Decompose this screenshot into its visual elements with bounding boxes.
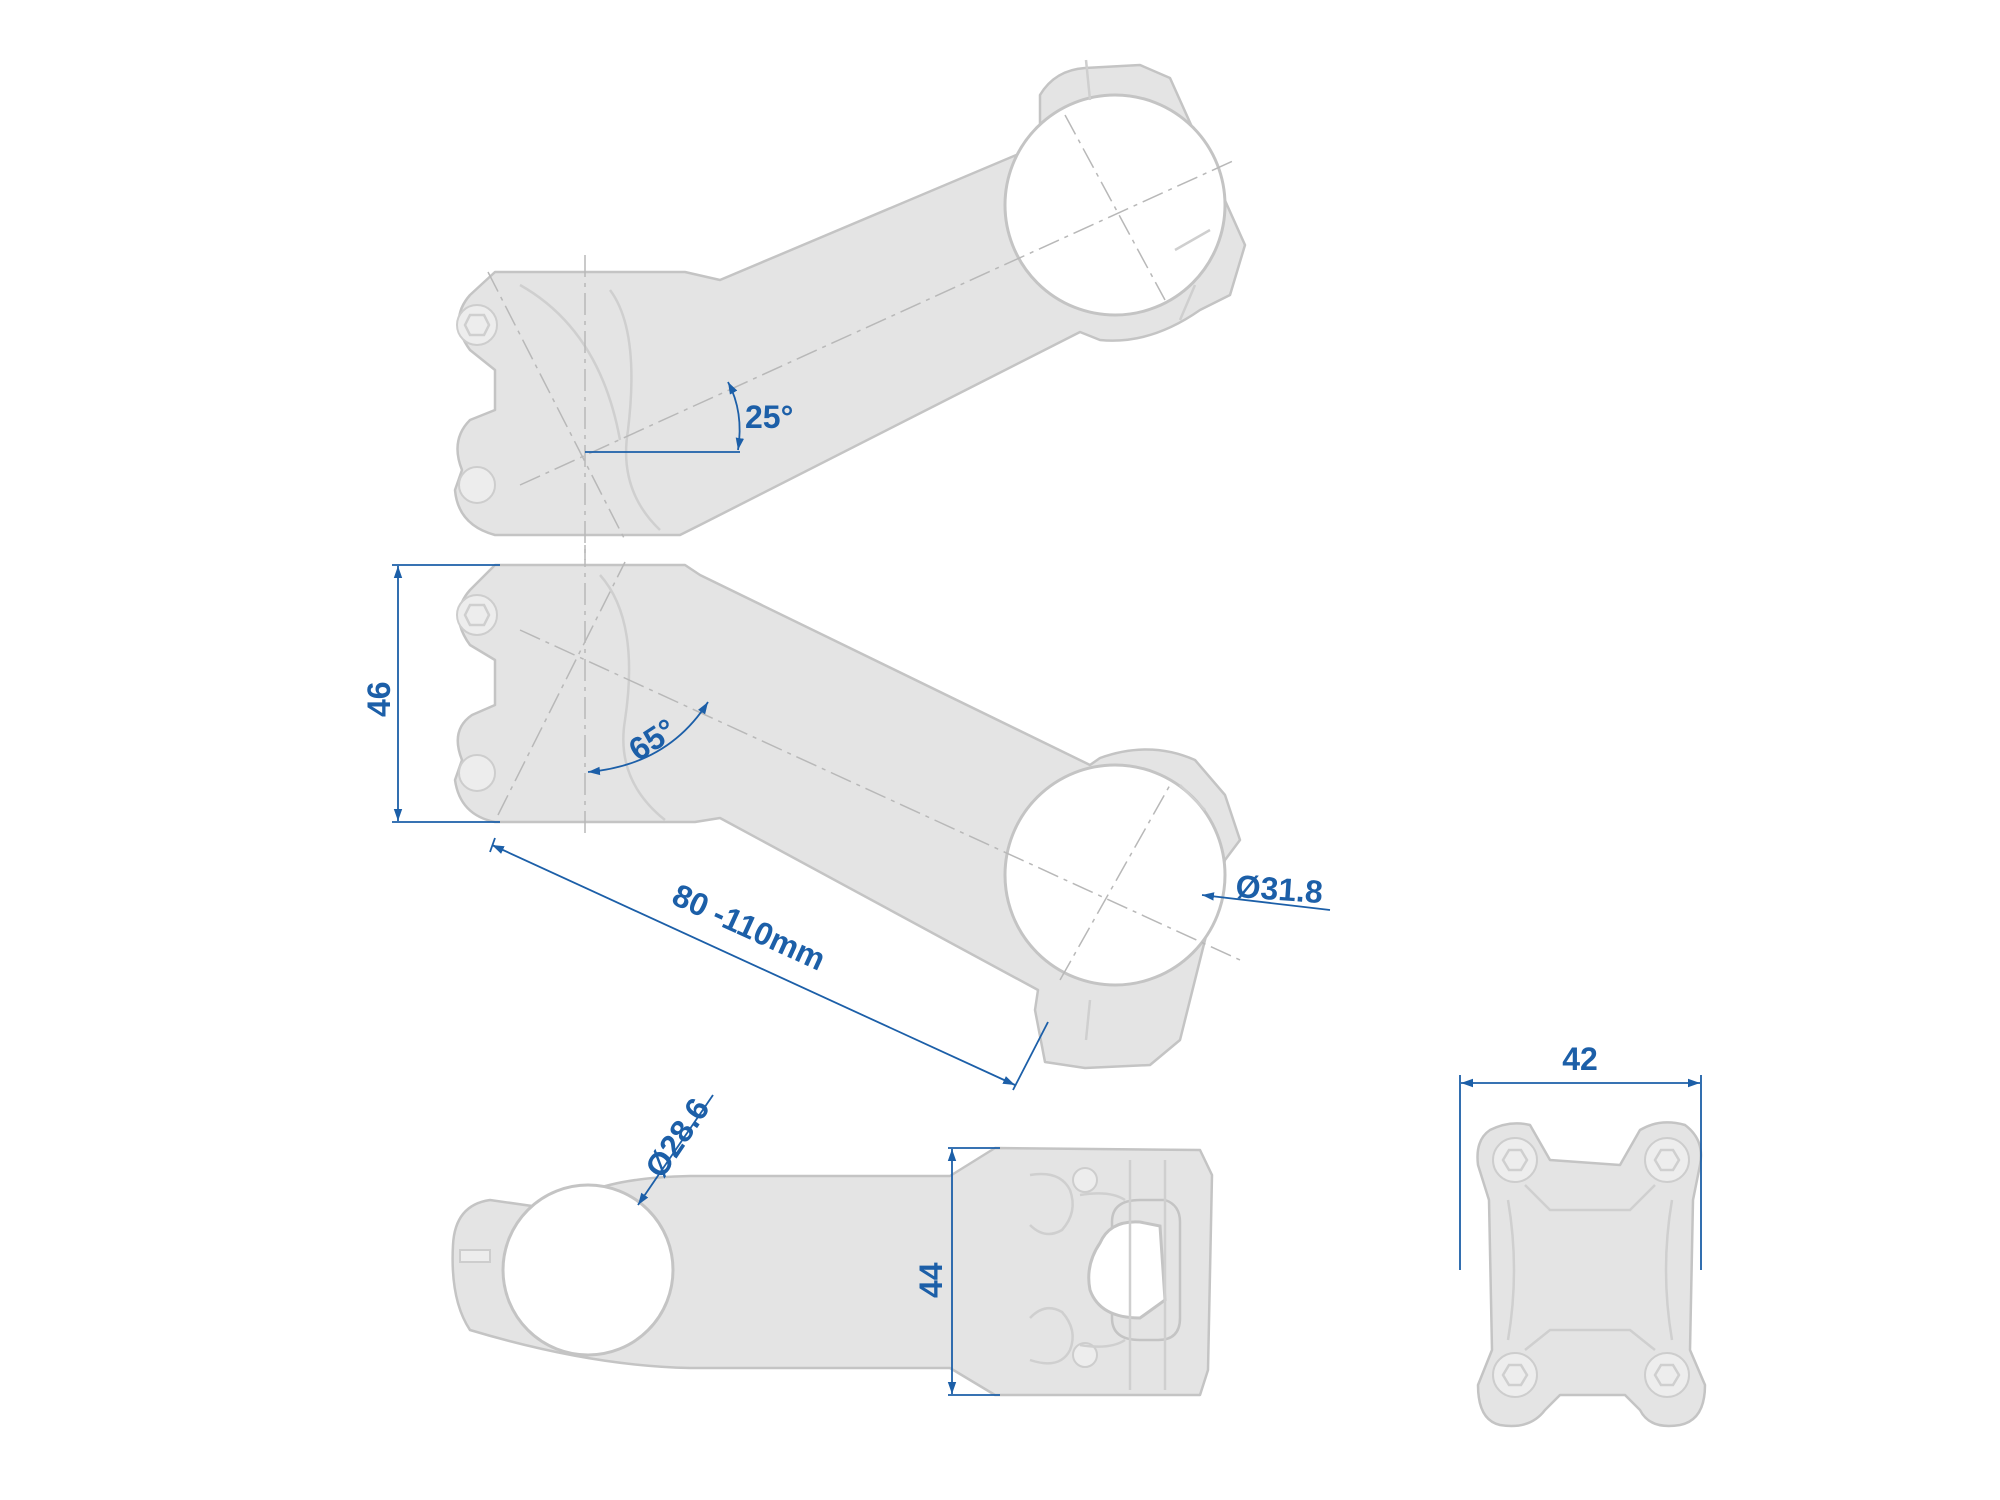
faceplate-bolt-bottom-right <box>1644 1352 1690 1398</box>
bolt-head-lower <box>458 466 496 504</box>
dimension-handlebar-clamp: Ø31.8 <box>1201 868 1331 911</box>
faceplate-bolt-top-right <box>1644 1137 1690 1183</box>
stack-height-label: 46 <box>361 681 397 717</box>
clamp-height-label: 44 <box>913 1262 949 1298</box>
steerer-slot <box>459 1249 491 1263</box>
front-view <box>1476 1121 1707 1428</box>
faceplate-cutout <box>1087 1220 1167 1320</box>
side-view-drop <box>453 545 1242 1070</box>
steerer-clamp-label: Ø28.6 <box>638 1092 717 1184</box>
rise-angle-label: 25° <box>745 399 793 435</box>
handlebar-clamp-bore-rise <box>1003 93 1227 317</box>
bolt-head-upper <box>456 304 498 346</box>
faceplate-bolt-bottom-left <box>1492 1352 1538 1398</box>
side-view-rise <box>453 59 1247 560</box>
dimension-stack-height: 46 <box>361 564 500 823</box>
handlebar-clamp-label: Ø31.8 <box>1235 868 1324 910</box>
faceplate-body <box>1476 1121 1707 1428</box>
bolt-head-upper-drop <box>456 594 498 636</box>
bolt-head-lower-drop <box>458 754 496 792</box>
steerer-clamp-bore <box>501 1183 675 1357</box>
dimension-clamp-height: 44 <box>913 1147 1000 1396</box>
top-view <box>451 1146 1214 1397</box>
clamp-width-label: 42 <box>1562 1041 1598 1077</box>
faceplate-bolt-top-left <box>1492 1137 1538 1183</box>
dimension-clamp-width: 42 <box>1459 1041 1702 1270</box>
dimension-rise-angle: 25° <box>585 381 793 453</box>
